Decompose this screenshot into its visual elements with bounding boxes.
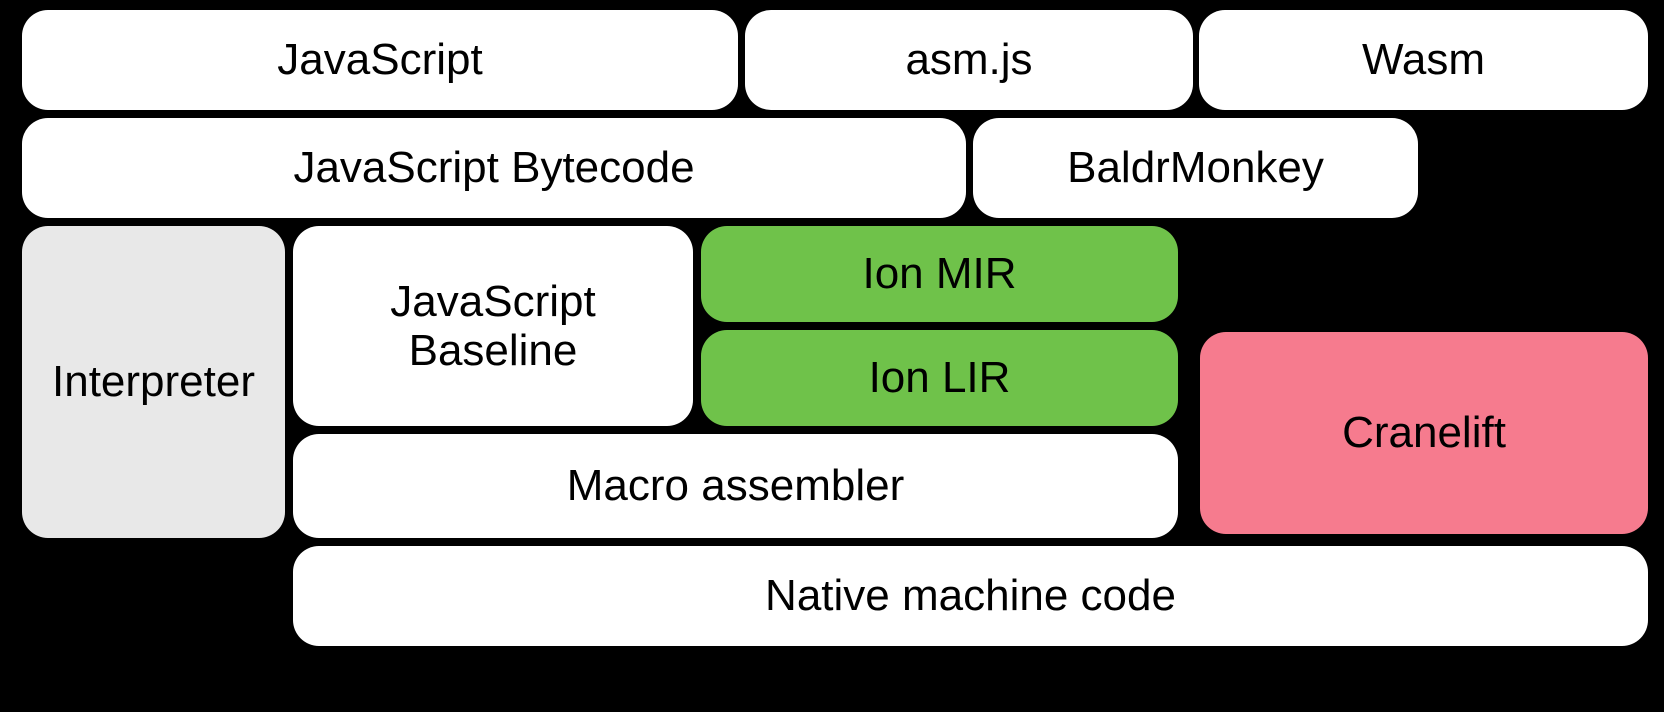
node-macro-assembler[interactable]: Macro assembler <box>293 434 1178 538</box>
node-baldrmonkey[interactable]: BaldrMonkey <box>973 118 1418 218</box>
node-native-machine-code[interactable]: Native machine code <box>293 546 1648 646</box>
node-interpreter[interactable]: Interpreter <box>22 226 285 538</box>
node-wasm[interactable]: Wasm <box>1199 10 1648 110</box>
node-javascript[interactable]: JavaScript <box>22 10 738 110</box>
node-javascript-baseline[interactable]: JavaScript Baseline <box>293 226 693 426</box>
node-cranelift[interactable]: Cranelift <box>1200 332 1648 534</box>
node-asm-js[interactable]: asm.js <box>745 10 1193 110</box>
node-javascript-bytecode[interactable]: JavaScript Bytecode <box>22 118 966 218</box>
node-ion-mir[interactable]: Ion MIR <box>701 226 1178 322</box>
node-ion-lir[interactable]: Ion LIR <box>701 330 1178 426</box>
